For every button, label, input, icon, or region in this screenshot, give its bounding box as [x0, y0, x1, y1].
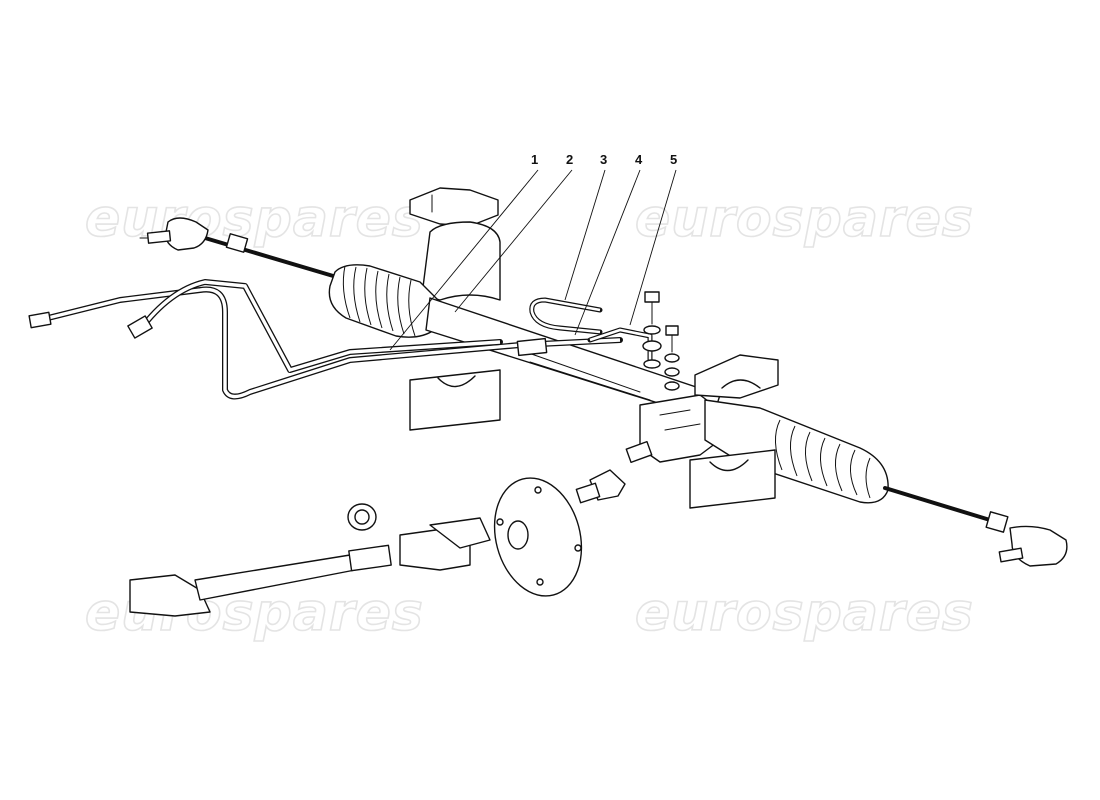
- rack-housing: [425, 297, 721, 421]
- pinion-valve-body: [625, 394, 721, 464]
- return-pipe: [529, 297, 603, 335]
- lower-right-mounting-clamp: [689, 449, 776, 509]
- callout-labels: 1 2 3 4 5: [531, 152, 677, 167]
- watermark-top-left: eurospares: [85, 189, 424, 249]
- callout-1: 1: [531, 152, 538, 167]
- pinion-adaptor: [575, 469, 626, 504]
- callout-3: 3: [600, 152, 607, 167]
- watermark-top-right: eurospares: [635, 189, 974, 249]
- left-bellows: [328, 264, 439, 338]
- hydraulic-lines: [28, 279, 623, 400]
- lower-left-mounting-clamp: [409, 369, 501, 431]
- bulkhead-flange: [493, 477, 583, 597]
- left-tie-rod: [139, 217, 342, 280]
- callout-4: 4: [635, 152, 643, 167]
- watermark-bottom-right: eurospares: [635, 583, 974, 643]
- right-tie-rod: [883, 486, 1068, 567]
- callout-leaders: [389, 169, 677, 351]
- callout-5: 5: [670, 152, 677, 167]
- banjo-bolt-stack: [642, 291, 680, 391]
- steering-column-shaft: [129, 503, 491, 617]
- right-upper-clamp: [694, 354, 779, 399]
- callout-2: 2: [566, 152, 573, 167]
